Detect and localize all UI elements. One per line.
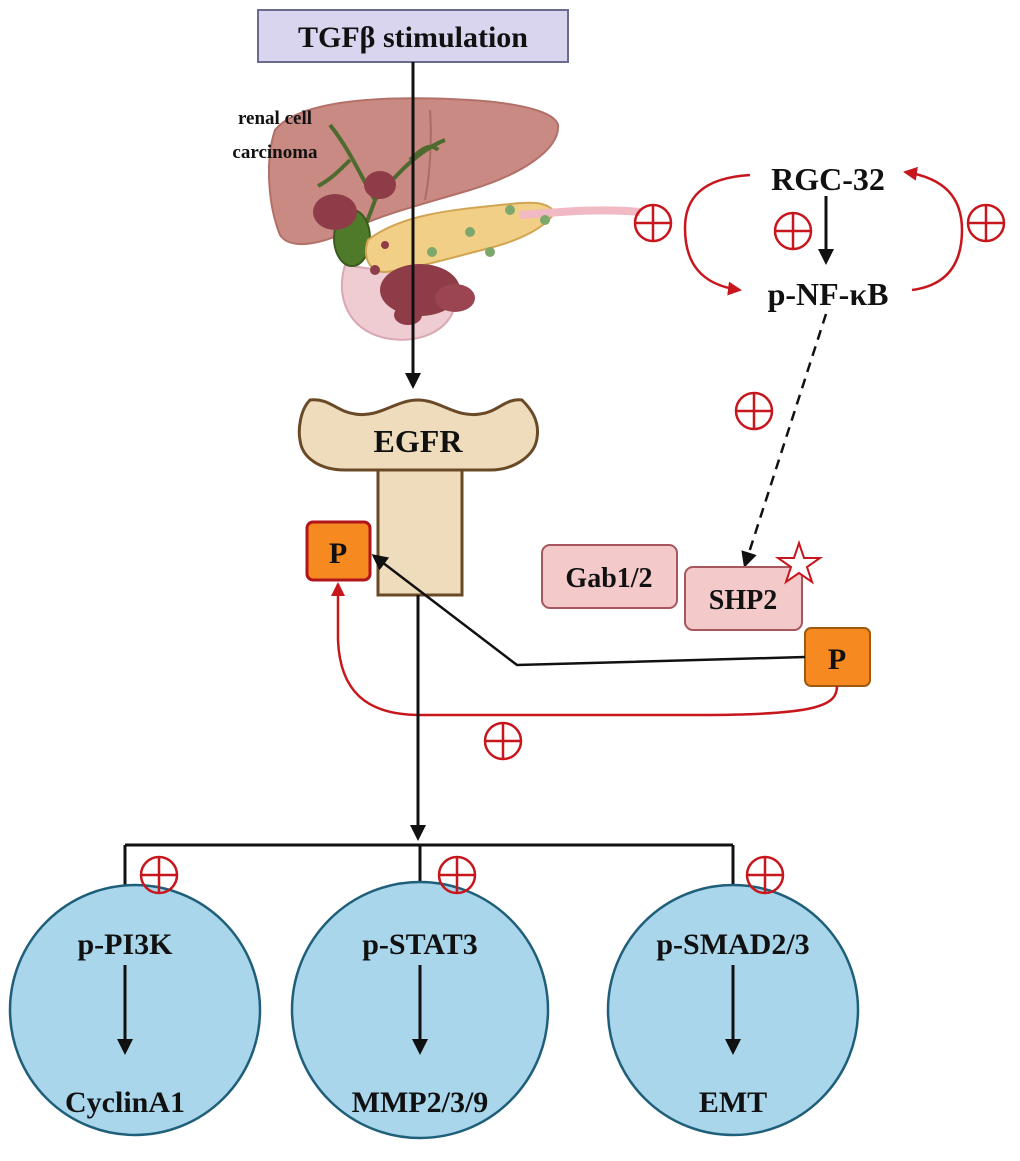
shp2-to-egfr-red-arrow	[331, 582, 839, 717]
nfkb-label: p-NF-κB	[768, 276, 889, 312]
shp2-phosphate-label: P	[828, 643, 846, 676]
organ-label-line1: renal cell	[238, 108, 312, 129]
left-loop-arrow	[683, 173, 751, 296]
star-icon	[774, 539, 824, 585]
activation-plus-icon	[483, 721, 523, 761]
activation-plus-icon	[773, 211, 813, 251]
organ-label-line2: carcinoma	[232, 142, 318, 163]
pathway-top-label: p-SMAD2/3	[656, 928, 809, 961]
shp2-to-egfr-phospho-arrow	[371, 554, 806, 667]
liver-pancreas-illustration	[268, 97, 641, 341]
activation-plus-icon	[734, 391, 774, 431]
pathway-bottom-label: CyclinA1	[65, 1086, 185, 1119]
egfr-receptor: EGFR	[297, 398, 540, 597]
tgfb-stimulation-box: TGFβ stimulation	[257, 9, 569, 63]
pathway-bottom-label: EMT	[699, 1086, 767, 1119]
pathway-top-label: p-STAT3	[362, 928, 478, 961]
pathway-bottom-label: MMP2/3/9	[352, 1086, 489, 1119]
right-loop-arrow	[903, 166, 964, 292]
egfr-phosphate-label: P	[329, 537, 347, 570]
pathway-top-label: p-PI3K	[77, 928, 173, 961]
pathway-stat3: p-STAT3 MMP2/3/9	[290, 880, 550, 1140]
pathway-pi3k: p-PI3K CyclinA1	[8, 883, 262, 1137]
stimulus-label: TGFβ stimulation	[298, 21, 528, 54]
activation-plus-icon	[966, 203, 1006, 243]
shp2-box: SHP2	[684, 566, 803, 631]
rgc32-label: RGC-32	[771, 161, 885, 197]
egfr-phosphate-badge: P	[305, 520, 372, 582]
nfkb-to-shp2-dashed-arrow	[741, 313, 828, 568]
gab12-label: Gab1/2	[565, 563, 652, 594]
shp2-label: SHP2	[709, 585, 777, 616]
gab12-box: Gab1/2	[541, 544, 678, 609]
activation-plus-icon	[437, 855, 477, 895]
activation-plus-icon	[745, 855, 785, 895]
activation-plus-icon	[633, 203, 673, 243]
activation-plus-icon	[139, 855, 179, 895]
pathway-smad: p-SMAD2/3 EMT	[606, 883, 860, 1137]
egfr-label: EGFR	[374, 423, 464, 459]
shp2-phosphate-badge: P	[804, 627, 871, 687]
